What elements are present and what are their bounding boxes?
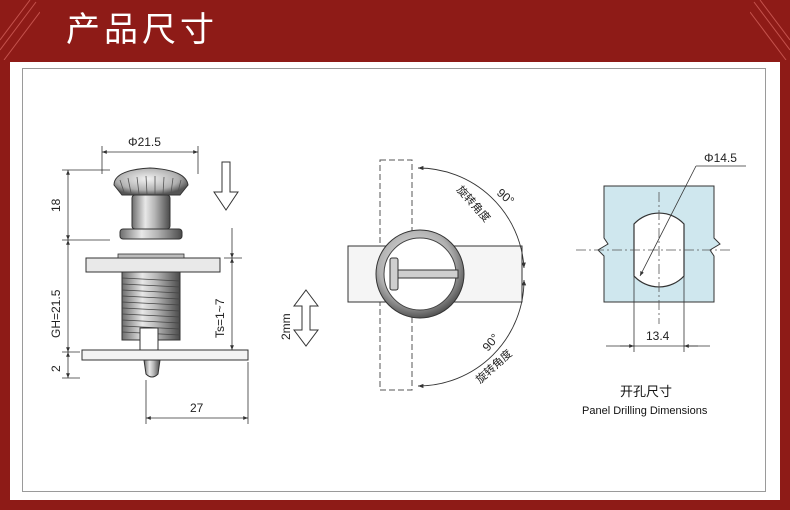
front-view-drawing: 90° 旋转角度 90° 旋转角度 2mm [279, 159, 527, 391]
dim-width-label: 27 [190, 401, 204, 415]
rotation-arc-top [417, 165, 526, 269]
drawing-frame [22, 68, 766, 492]
knob-cap [113, 167, 189, 196]
technical-drawing: Φ21.5 18 GH=21.5 2 Ts=1~7 27 [49, 135, 746, 424]
rotation-top-label: 旋转角度 [454, 183, 494, 225]
rotation-arc-bottom [417, 279, 527, 389]
travel-double-arrow [293, 289, 319, 347]
press-direction-arrow [213, 161, 239, 211]
knob-neck [131, 194, 171, 230]
hole-diameter-label: Φ14.5 [704, 151, 737, 165]
corner-stripes-left [0, 0, 40, 60]
angle-top-label: 90° [494, 186, 517, 209]
knob-slot [395, 269, 459, 279]
dim-ts-label: Ts=1~7 [213, 298, 227, 338]
header-bar: 产品尺寸 [0, 0, 790, 60]
dim-base-label: 2 [49, 365, 63, 372]
panel-plate [85, 257, 221, 273]
travel-label: 2mm [279, 313, 293, 340]
panel-drilling-drawing: Φ14.5 13.4 开孔尺寸 Panel Drilling Dimension… [576, 151, 746, 417]
dim-gh-label: GH=21.5 [49, 289, 63, 338]
knob-collar [119, 228, 183, 240]
dim-diameter-label: Φ21.5 [128, 135, 161, 149]
drawing-panel: Φ21.5 18 GH=21.5 2 Ts=1~7 27 [10, 62, 780, 500]
flat-width-label: 13.4 [646, 329, 670, 343]
drilling-caption-cn: 开孔尺寸 [620, 385, 672, 400]
dim-height-label: 18 [49, 198, 63, 212]
drilling-caption-en: Panel Drilling Dimensions [582, 405, 708, 417]
knob-grip-lines [119, 175, 182, 195]
cam-plate [81, 349, 249, 361]
side-view-drawing: Φ21.5 18 GH=21.5 2 Ts=1~7 27 [49, 135, 249, 424]
page-title: 产品尺寸 [66, 10, 218, 50]
bottom-screw [143, 359, 161, 378]
angle-bottom-label: 90° [480, 331, 503, 354]
corner-stripes-right [750, 0, 790, 60]
